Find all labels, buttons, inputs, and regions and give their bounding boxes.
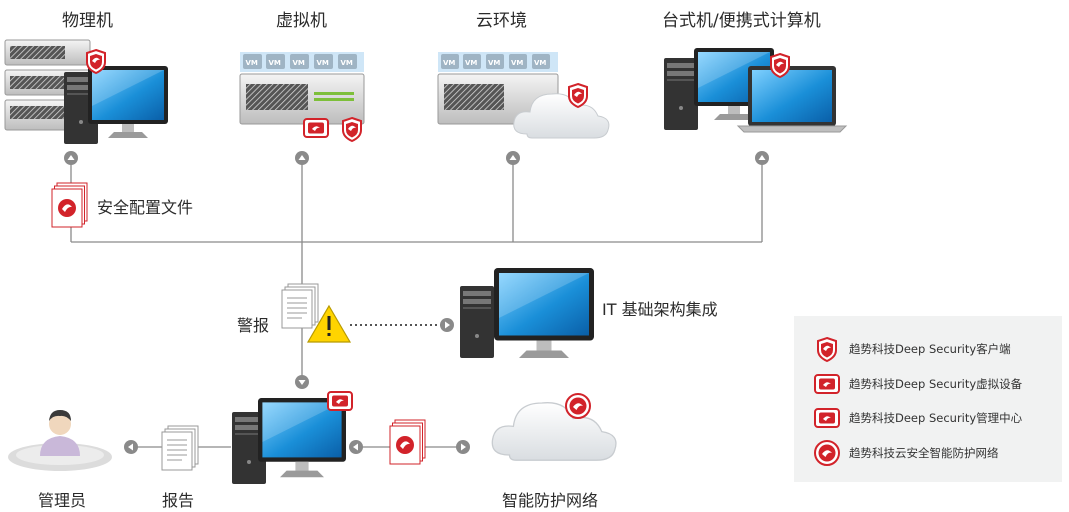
label-physical: 物理机 (62, 11, 113, 31)
legend-label: 趋势科技云安全智能防护网络 (849, 446, 999, 460)
threat-intel-document-icon (389, 419, 426, 465)
legend-item-manager: 趋势科技Deep Security管理中心 (814, 408, 1023, 428)
vm-appliance-badge-icon (303, 118, 329, 138)
cloud-agent-shield-icon (568, 83, 588, 108)
manager-badge-icon (327, 391, 353, 411)
physical-monitor-icon (64, 66, 168, 144)
vm-tag: VM (488, 59, 500, 67)
manager-badge-icon (814, 408, 840, 428)
down-arrow-manager (295, 375, 309, 389)
alert-document-icon (281, 283, 319, 329)
label-security-config: 安全配置文件 (97, 198, 194, 217)
label-admin: 管理员 (38, 491, 87, 510)
security-config-document-icon (51, 182, 88, 228)
vm-tag: VM (317, 59, 329, 67)
manager-computer-icon (232, 398, 346, 484)
legend-item-agent: 趋势科技Deep Security客户端 (817, 337, 1011, 362)
label-cloud: 云环境 (476, 11, 527, 31)
laptop-icon (736, 66, 848, 133)
left-arrow-admin (124, 440, 138, 454)
legend-item-network: 趋势科技云安全智能防护网络 (814, 440, 999, 466)
vm-tag: VM (341, 59, 353, 67)
smart-protection-cloud-icon (491, 402, 617, 461)
up-arrow-virtual (295, 151, 309, 165)
right-arrow-it (440, 318, 454, 332)
label-alert: 警报 (237, 316, 270, 335)
label-desktop: 台式机/便携式计算机 (662, 11, 821, 31)
it-integration-computer-icon (460, 268, 594, 358)
up-arrow-cloud (506, 151, 520, 165)
vm-tag: VM (511, 59, 523, 67)
label-smart-network: 智能防护网络 (502, 491, 599, 510)
right-arrow-network (456, 440, 470, 454)
legend-label: 趋势科技Deep Security客户端 (849, 342, 1011, 356)
vm-host-server-icon: VM VM VM VM VM (239, 52, 365, 125)
legend-label: 趋势科技Deep Security虚拟设备 (849, 377, 1023, 391)
vm-tag: VM (534, 59, 546, 67)
desktop-agent-shield-icon (770, 53, 790, 78)
label-report: 报告 (162, 491, 195, 510)
label-it-integration: IT 基础架构集成 (602, 300, 718, 319)
legend-item-appliance: 趋势科技Deep Security虚拟设备 (814, 374, 1023, 394)
shield-badge-icon (817, 337, 837, 362)
up-arrow-physical (64, 151, 78, 165)
appliance-badge-icon (814, 374, 840, 394)
legend-label: 趋势科技Deep Security管理中心 (849, 411, 1023, 425)
vm-tag: VM (293, 59, 305, 67)
up-arrow-desktop (755, 151, 769, 165)
administrator-icon (8, 410, 112, 471)
warning-icon (306, 304, 352, 343)
smart-network-circle-icon (565, 393, 591, 419)
left-arrow-manager (349, 440, 363, 454)
report-document-icon (161, 425, 199, 471)
vm-tag: VM (443, 59, 455, 67)
vm-agent-shield-icon (342, 117, 362, 142)
smart-network-circle-icon (814, 440, 840, 466)
label-virtual: 虚拟机 (276, 11, 327, 31)
vm-tag: VM (465, 59, 477, 67)
vm-tag: VM (246, 59, 258, 67)
vm-tag: VM (269, 59, 281, 67)
physical-agent-shield-icon (86, 49, 106, 74)
